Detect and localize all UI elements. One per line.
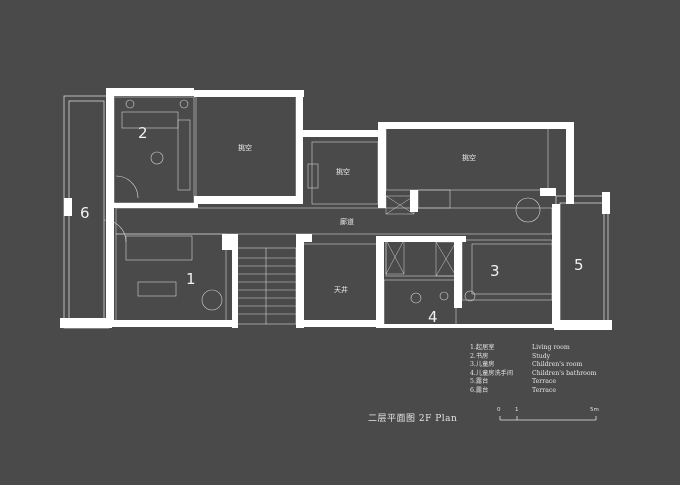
scale-label-one: 1 xyxy=(515,407,519,413)
scale-bar xyxy=(499,416,597,421)
light-well-label: 天井 xyxy=(334,285,348,294)
room-number-1: 1 xyxy=(186,270,196,288)
room-number-5: 5 xyxy=(574,256,584,274)
window-marks xyxy=(408,122,532,128)
staircase xyxy=(235,247,297,325)
plan-caption: 二层平面图 2F Plan xyxy=(368,414,458,424)
room-number-3: 3 xyxy=(490,262,500,280)
space-labels: 挑空 挑空 挑空 廊道 天井 xyxy=(238,143,476,294)
void-label-c: 挑空 xyxy=(462,153,476,162)
scale-label-zero: 0 xyxy=(497,407,501,413)
room-numbers: 1 2 3 4 5 6 xyxy=(80,124,584,326)
room-number-4: 4 xyxy=(428,308,438,326)
room-number-2: 2 xyxy=(138,124,148,142)
scale-label-five: 5m xyxy=(590,407,599,413)
room-number-6: 6 xyxy=(80,204,90,222)
cross-hatch-units xyxy=(385,195,457,277)
void-label-b: 挑空 xyxy=(336,167,350,176)
corridor-label: 廊道 xyxy=(340,217,354,226)
walls xyxy=(60,88,612,330)
void-label-a: 挑空 xyxy=(238,143,252,152)
